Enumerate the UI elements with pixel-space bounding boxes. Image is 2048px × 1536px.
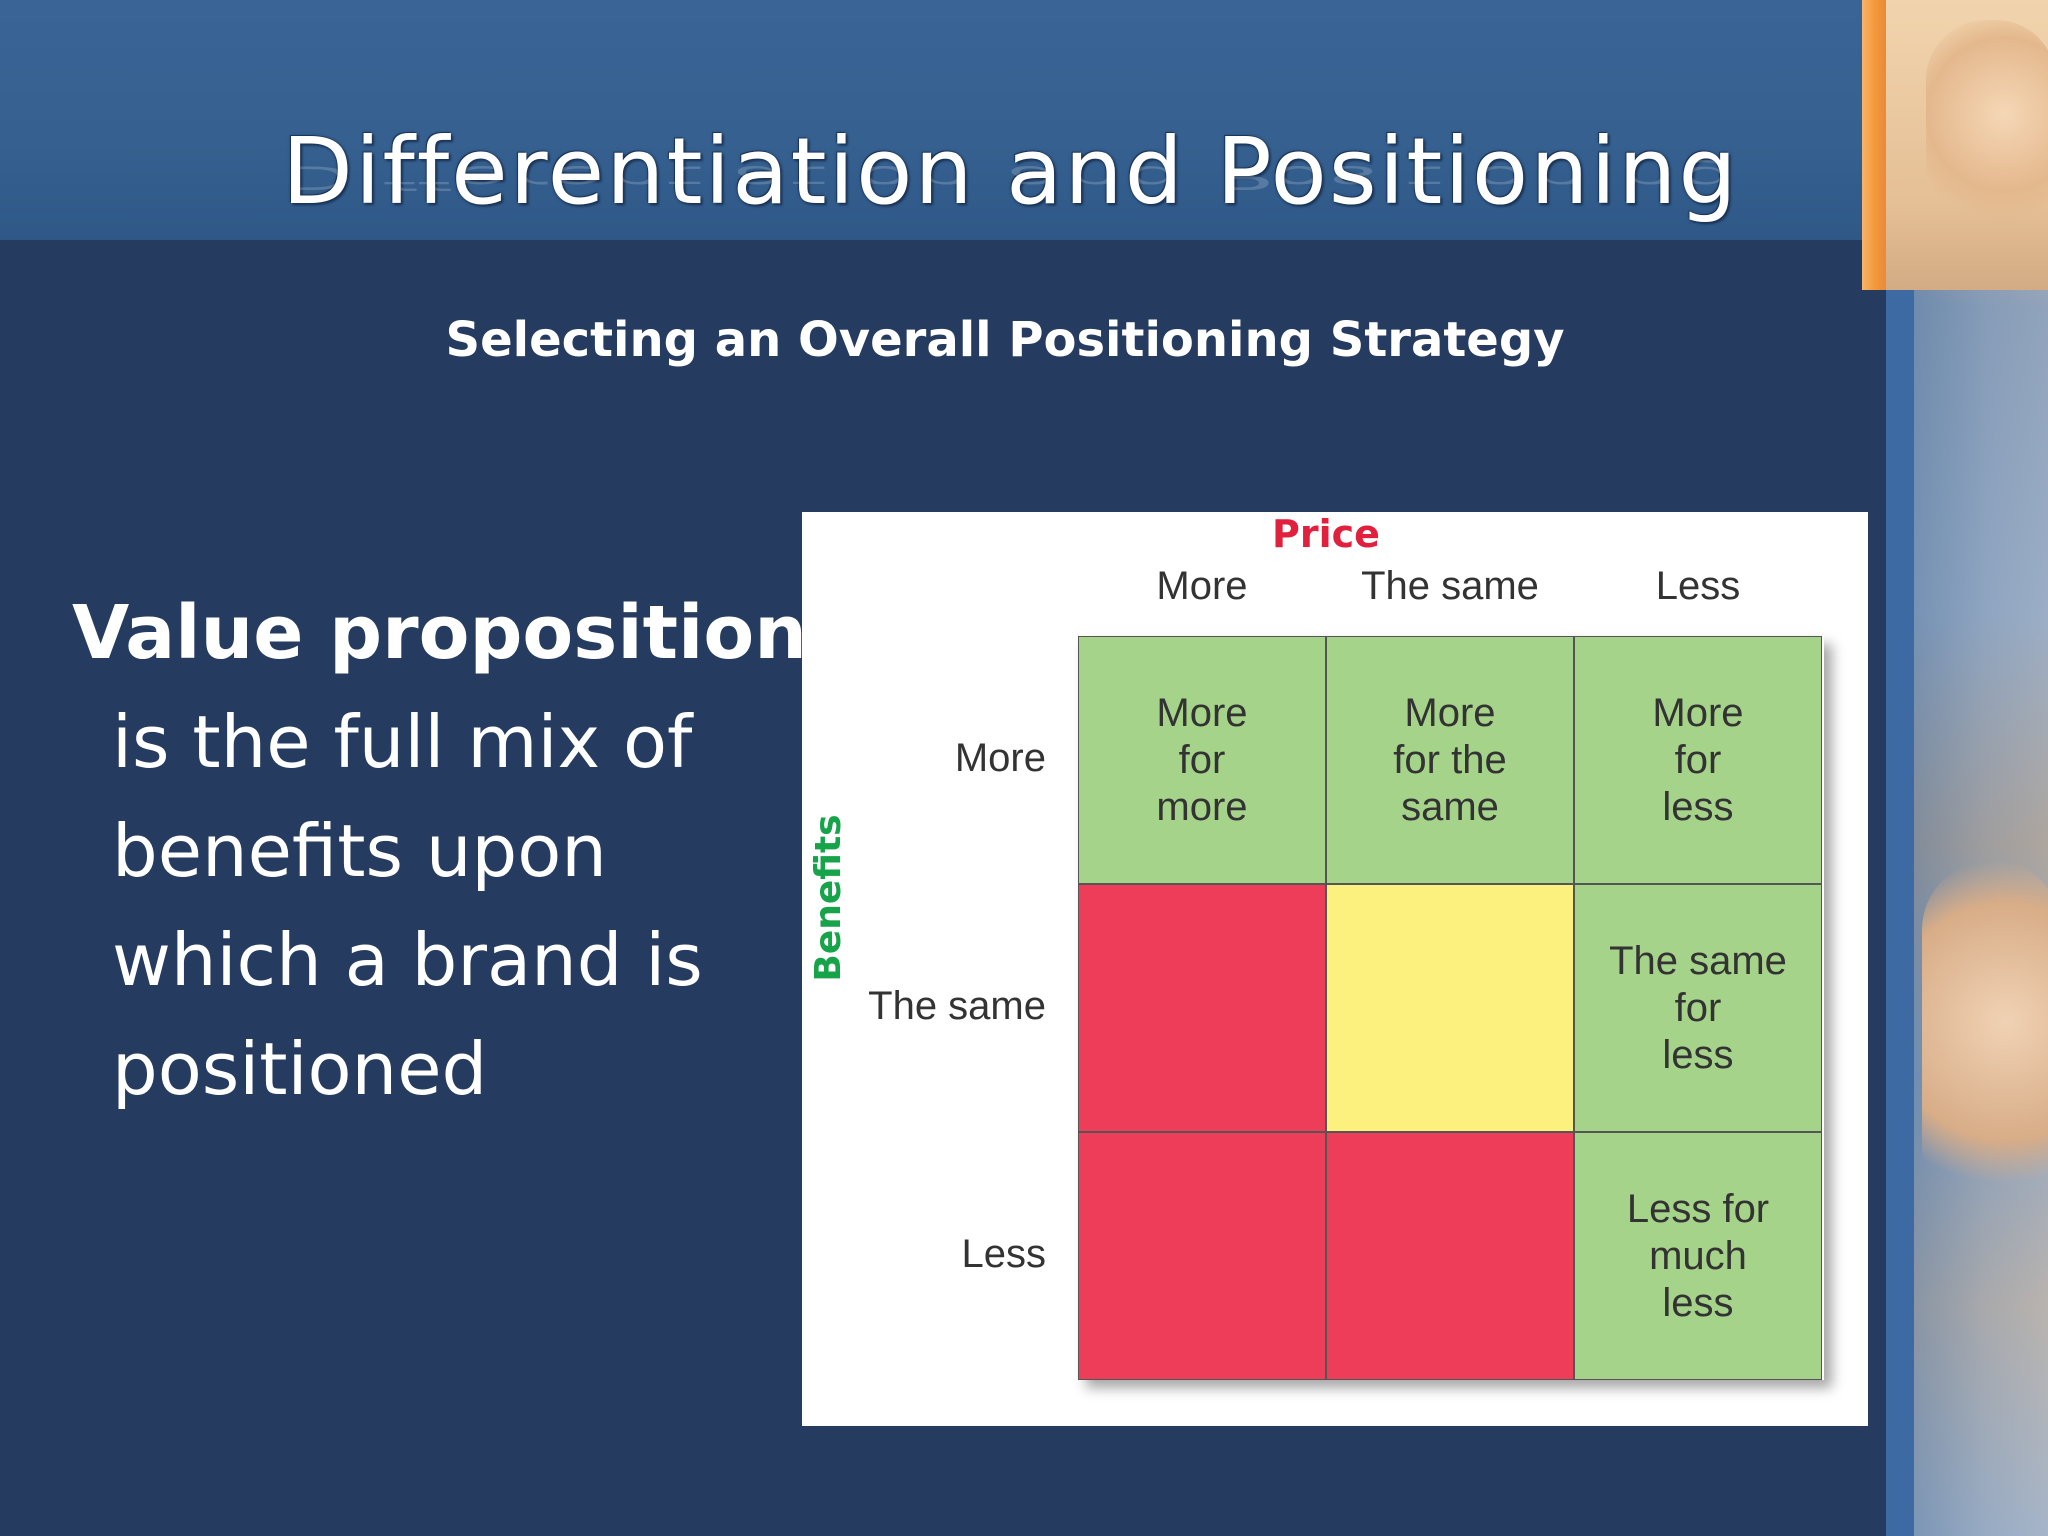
body-text: Value proposition is the full mix of ben…	[72, 578, 807, 1124]
orange-accent-bar	[1862, 0, 1886, 290]
body-line: is the full mix of	[112, 700, 693, 784]
cell-more-for-less: More for less	[1574, 636, 1822, 884]
cell-label: More for less	[1652, 690, 1744, 829]
cell-less-for-much-less: Less for much less	[1574, 1132, 1822, 1380]
cell-less-for-more	[1078, 1132, 1326, 1380]
slide-subtitle: Selecting an Overall Positioning Strateg…	[445, 312, 1565, 368]
cell-label: Less for much less	[1626, 1186, 1770, 1325]
matrix-grid: More for more More for the same More for…	[1078, 636, 1824, 1380]
body-line: which a brand is	[112, 918, 703, 1002]
row-header-same: The same	[868, 984, 1046, 1028]
cell-more-for-more: More for more	[1078, 636, 1326, 884]
column-header-same: The same	[1361, 564, 1539, 608]
cell-label: More for the same	[1393, 690, 1507, 829]
column-header-more: More	[1156, 564, 1248, 608]
decorative-photo-strip	[1886, 0, 2048, 1536]
body-line: benefits upon	[112, 809, 607, 893]
benefits-axis-title: Benefits	[808, 814, 849, 982]
price-axis-title: Price	[1272, 512, 1380, 556]
row-header-more: More	[954, 736, 1046, 780]
column-header-less: Less	[1655, 564, 1741, 608]
cell-label: The same for less	[1609, 938, 1787, 1077]
body-line: positioned	[112, 1027, 488, 1111]
cell-less-for-same	[1326, 1132, 1574, 1380]
cell-same-for-less: The same for less	[1574, 884, 1822, 1132]
photo-face-bottom	[1922, 860, 2048, 1220]
cell-label: More for more	[1156, 690, 1248, 829]
row-header-less: Less	[961, 1232, 1047, 1276]
value-proposition-term: Value proposition	[72, 590, 807, 676]
cell-same-for-same	[1326, 884, 1574, 1132]
cell-same-for-more	[1078, 884, 1326, 1132]
cell-more-for-the-same: More for the same	[1326, 636, 1574, 884]
title-band	[0, 0, 1862, 240]
positioning-matrix: Price More The same Less Benefits More T…	[802, 512, 1868, 1426]
blue-accent-bar	[1886, 290, 1914, 1536]
photo-face-top	[1926, 20, 2048, 230]
